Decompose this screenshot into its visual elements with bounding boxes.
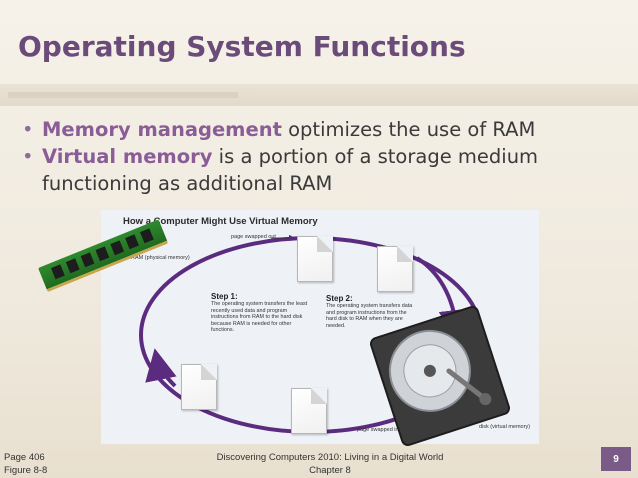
cycle-arrow-left (145, 348, 177, 388)
step2-text: The operating system transfers data and … (326, 303, 413, 329)
footer-book-line2: Chapter 8 (309, 465, 351, 476)
bullet-keyword: Virtual memory (42, 145, 213, 168)
bullet-list: Memory management optimizes the use of R… (22, 116, 622, 197)
label-ram: RAM (physical memory) (131, 255, 190, 261)
label-page-swapped-out: page swapped out (231, 234, 276, 240)
slide-number-badge: 9 (601, 447, 631, 471)
page-document-icon (377, 246, 413, 292)
bullet-memory-management: Memory management optimizes the use of R… (22, 116, 622, 143)
figure-title: How a Computer Might Use Virtual Memory (123, 216, 318, 227)
label-disk: disk (virtual memory) (479, 424, 531, 430)
step1-title: Step 1: (211, 292, 238, 301)
bullet-text: optimizes the use of RAM (281, 118, 536, 141)
step1-block: Step 1: The operating system transfers t… (211, 292, 311, 334)
footer-book-title: Discovering Computers 2010: Living in a … (180, 451, 480, 477)
label-page-swapped-in: page swapped in (357, 427, 399, 433)
footer-book-line1: Discovering Computers 2010: Living in a … (216, 452, 444, 463)
step1-text: The operating system transfers the least… (211, 301, 308, 334)
bullet-keyword: Memory management (42, 118, 282, 141)
footer-figure: Figure 8-8 (4, 465, 48, 476)
bullet-text: is a portion of a storage medium functio… (42, 145, 539, 195)
title-divider (0, 84, 638, 106)
step2-title: Step 2: (326, 294, 353, 303)
slide-title: Operating System Functions (18, 30, 466, 63)
hard-disk-icon (369, 305, 511, 447)
footer-reference: Page 406 Figure 8-8 (4, 451, 47, 477)
title-divider-bar (8, 92, 238, 98)
step2-block: Step 2: The operating system transfers d… (326, 294, 414, 329)
bullet-virtual-memory: Virtual memory is a portion of a storage… (22, 143, 622, 197)
page-document-icon (181, 364, 217, 410)
page-document-icon (297, 236, 333, 282)
footer-page: Page 406 (4, 452, 45, 463)
page-document-icon (291, 388, 327, 434)
